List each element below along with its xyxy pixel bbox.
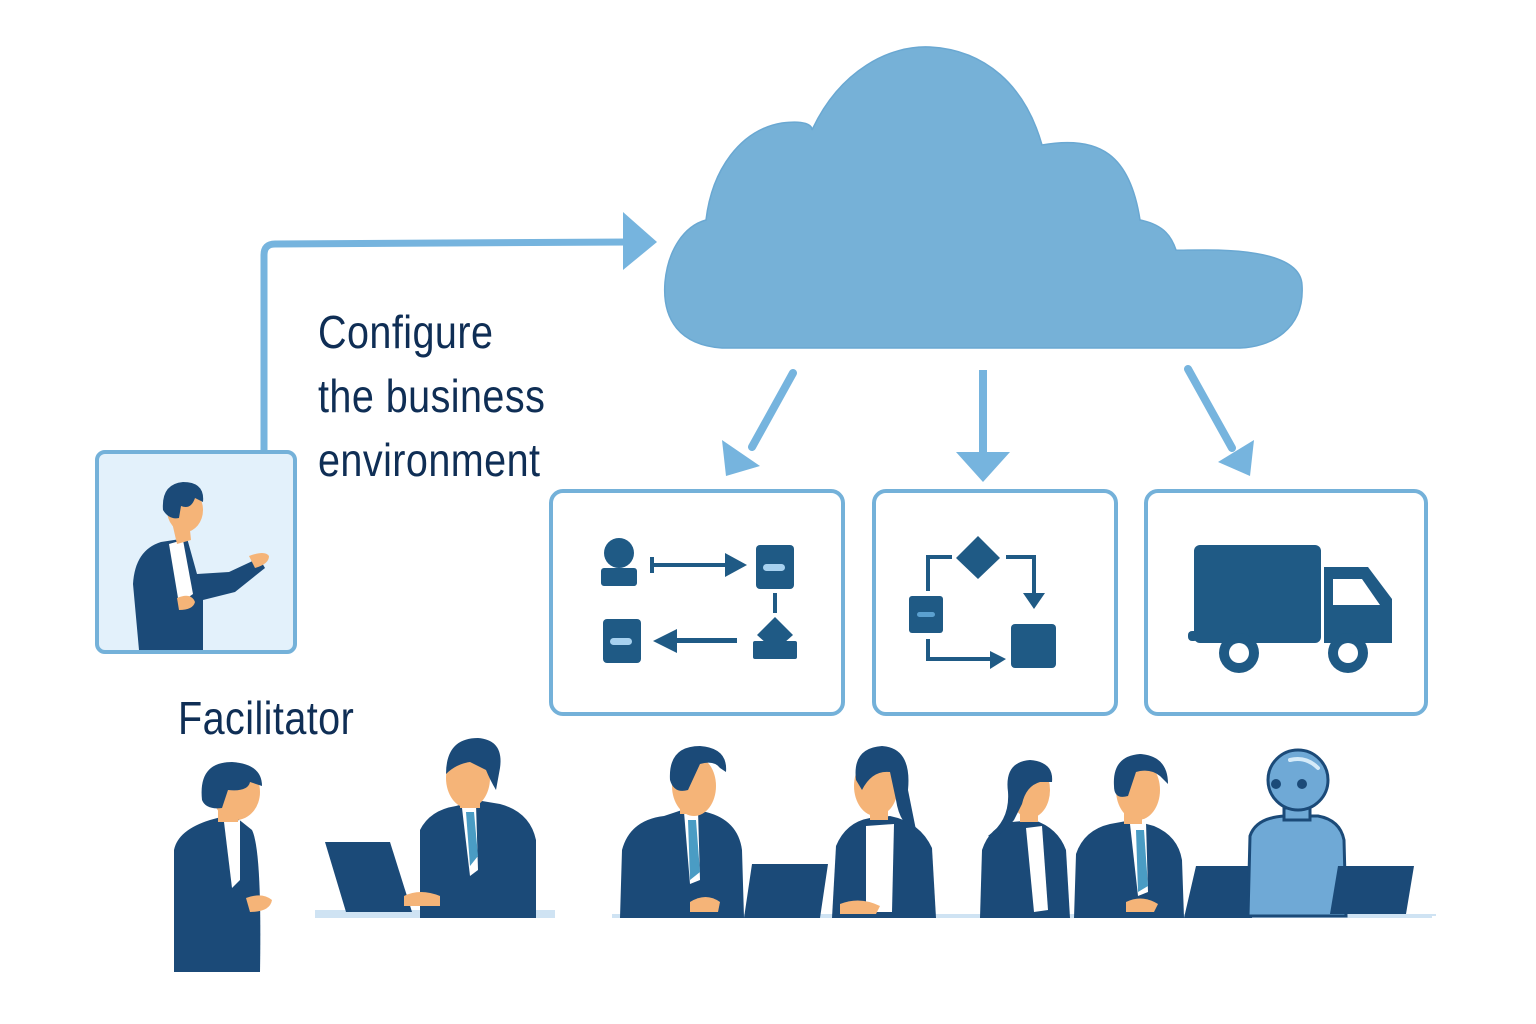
standing-facilitator-figure [174, 762, 272, 972]
participant-man-2 [1074, 754, 1262, 918]
configure-environment-label: Configure the business environment [318, 300, 545, 492]
participant-woman-2 [980, 760, 1118, 918]
table-edge [1414, 914, 1436, 916]
label-line-2: the business [318, 370, 546, 422]
presenter-figure-icon [133, 482, 269, 650]
facilitator-label: Facilitator [178, 692, 355, 744]
participant-woman-1 [832, 746, 936, 918]
label-line-3: environment [318, 434, 541, 486]
participant-laptop-figure [315, 738, 555, 918]
arrow-to-workflow [956, 370, 1010, 482]
panel-business-process [549, 489, 845, 716]
panel-workflow [872, 489, 1118, 716]
participant-man-1 [620, 746, 828, 918]
configure-arrow-line [260, 238, 634, 456]
ai-robot-participant [1246, 748, 1414, 918]
process-flow-icon [601, 538, 797, 663]
panel-logistics [1144, 489, 1428, 716]
arrow-to-logistics [1184, 365, 1254, 476]
configure-arrow-head [623, 212, 657, 270]
label-line-1: Configure [318, 306, 494, 358]
delivery-truck-icon [1188, 545, 1392, 673]
facilitator-presenting-box [95, 450, 297, 654]
cloud-shape [663, 46, 1303, 349]
arrow-to-process [722, 369, 797, 476]
workflow-cycle-icon [909, 536, 1056, 669]
